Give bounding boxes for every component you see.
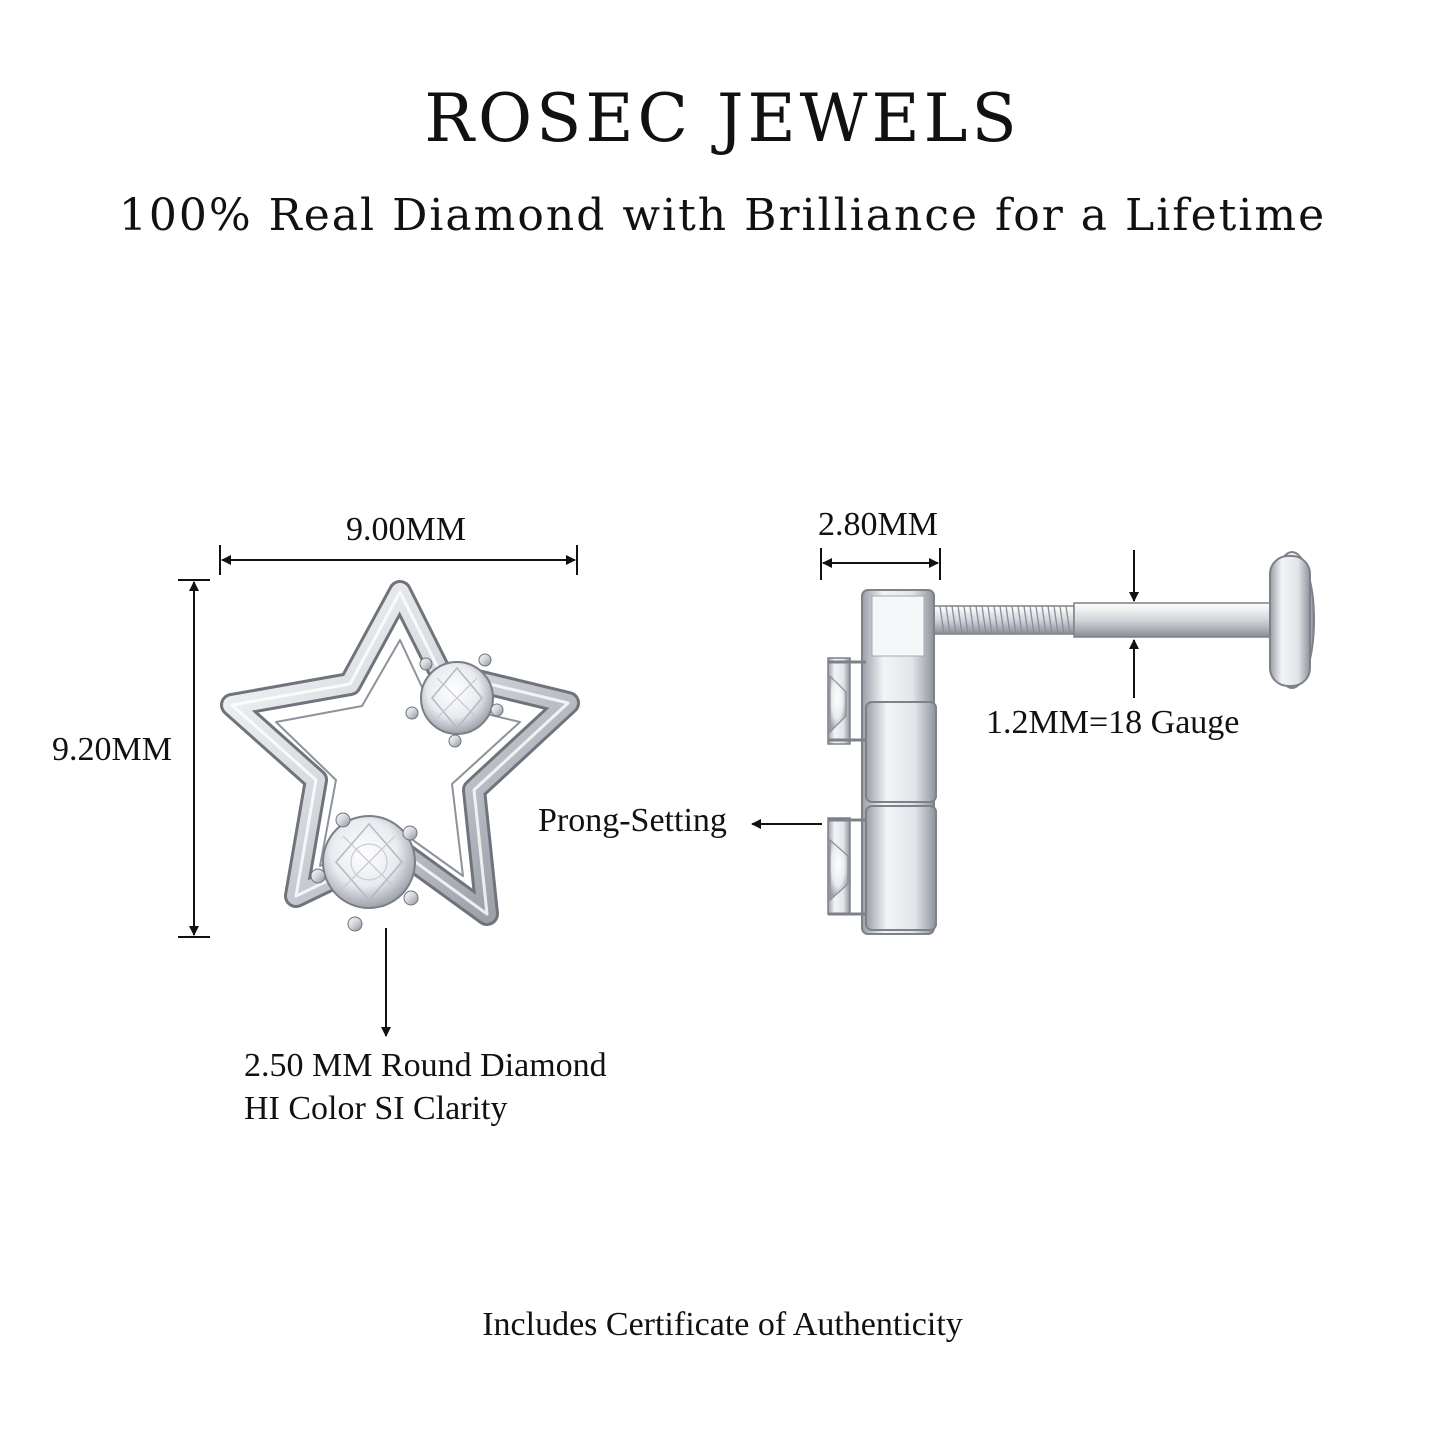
certificate-note: Includes Certificate of Authenticity [482, 1306, 963, 1343]
earring-side-view [827, 551, 1315, 935]
width-label: 9.00MM [346, 511, 466, 548]
height-dimension-icon [178, 579, 210, 938]
stone-label-line2: HI Color SI Clarity [244, 1090, 508, 1127]
depth-label: 2.80MM [818, 506, 938, 543]
star-earring-front-view [220, 580, 580, 932]
brand-title: ROSEC JEWELS [424, 80, 1021, 157]
width-dimension-icon [219, 545, 578, 575]
tagline: 100% Real Diamond with Brilliance for a … [118, 190, 1327, 241]
setting-label: Prong-Setting [538, 802, 727, 839]
stone-label-line1: 2.50 MM Round Diamond [244, 1047, 607, 1084]
height-label: 9.20MM [52, 731, 172, 768]
depth-dimension-icon [820, 548, 941, 580]
gauge-label: 1.2MM=18 Gauge [986, 704, 1240, 741]
round-diamond-icon [310, 812, 419, 932]
small-diamond-icon [405, 653, 504, 748]
